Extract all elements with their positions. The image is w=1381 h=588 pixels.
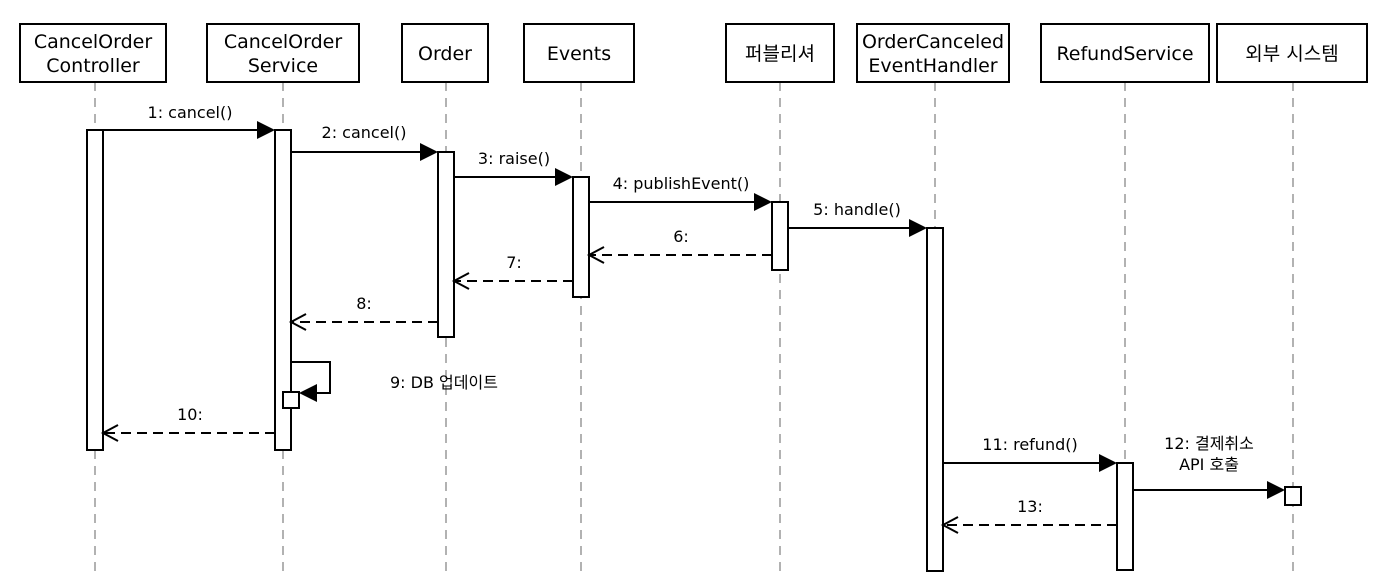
participant-box <box>19 23 167 83</box>
participant-box <box>206 23 360 83</box>
participants: CancelOrderControllerCancelOrderServiceO… <box>19 23 1368 83</box>
arrowhead-filled <box>299 384 317 402</box>
message-12: 12: 결제취소 API 호출 <box>1133 434 1285 499</box>
message-label: 7: <box>506 253 522 272</box>
participant-order: Order <box>401 23 489 83</box>
participant-events: Events <box>523 23 635 83</box>
participant-external: 외부 시스템 <box>1216 23 1368 83</box>
participant-label: Controller <box>46 55 140 77</box>
message-11: 11: refund() <box>943 435 1117 472</box>
message-13: 13: <box>940 497 1117 534</box>
arrowhead-filled <box>420 143 438 161</box>
activation-bar-order <box>437 151 455 338</box>
messages: 1: cancel() 2: cancel() 3: raise() 4: publi… <box>100 103 1285 534</box>
message-9: 9: DB 업데이트 <box>291 361 498 402</box>
arrowhead-filled <box>1099 454 1117 472</box>
arrowhead-filled <box>909 219 927 237</box>
message-10: 10: <box>100 405 275 442</box>
message-label: 6: <box>673 227 689 246</box>
participant-label: RefundService <box>1056 43 1193 65</box>
participant-box <box>856 23 1010 83</box>
self-call-line <box>291 361 331 394</box>
arrowhead-open <box>288 313 307 331</box>
message-label: 4: publishEvent() <box>613 174 750 193</box>
activation-bar-refund <box>1116 462 1134 571</box>
message-label: 5: handle() <box>813 200 901 219</box>
arrowhead-filled <box>1267 481 1285 499</box>
participant-label: Events <box>547 43 611 65</box>
message-3: 3: raise() <box>454 149 573 186</box>
activation-bar-publisher <box>771 201 789 271</box>
activation-bar-handler <box>926 227 944 572</box>
participant-label: EventHandler <box>868 55 997 77</box>
arrowhead-open <box>451 272 470 290</box>
participant-label: CancelOrder <box>34 31 153 53</box>
arrowhead-filled <box>754 193 772 211</box>
participant-box <box>401 23 489 83</box>
message-1: 1: cancel() <box>103 103 275 139</box>
arrowhead-filled <box>555 168 573 186</box>
participant-box <box>1216 23 1368 83</box>
arrowhead-open <box>586 246 605 264</box>
participant-box <box>523 23 635 83</box>
message-4: 4: publishEvent() <box>589 174 772 211</box>
activation-bar-external <box>1284 486 1302 506</box>
message-6: 6: <box>586 227 772 264</box>
participant-label: OrderCanceled <box>862 31 1004 53</box>
message-2: 2: cancel() <box>291 123 438 161</box>
message-label: 12: 결제취소 <box>1164 434 1254 453</box>
message-label: 1: cancel() <box>148 103 233 122</box>
message-8: 8: <box>288 294 438 331</box>
message-label: 13: <box>1017 497 1043 516</box>
message-label: API 호출 <box>1179 455 1239 474</box>
message-label: 2: cancel() <box>322 123 407 142</box>
participant-label: Service <box>248 55 318 77</box>
activation-bar-events <box>572 176 590 298</box>
arrowhead-filled <box>257 121 275 139</box>
arrowhead-open <box>940 516 959 534</box>
message-5: 5: handle() <box>788 200 927 237</box>
arrowhead-open <box>100 424 119 442</box>
participant-label: CancelOrder <box>224 31 343 53</box>
message-7: 7: <box>451 253 573 290</box>
message-label: 8: <box>356 294 372 313</box>
participant-label: Order <box>418 43 472 65</box>
participant-box <box>725 23 835 83</box>
participant-label: 퍼블리셔 <box>745 43 815 65</box>
participant-publisher: 퍼블리셔 <box>725 23 835 83</box>
message-label: 9: DB 업데이트 <box>390 373 498 392</box>
participant-label: 외부 시스템 <box>1245 43 1338 65</box>
participant-box <box>1040 23 1210 83</box>
activation-bar-self-call <box>282 391 300 409</box>
message-label: 10: <box>177 405 203 424</box>
message-label: 11: refund() <box>982 435 1077 454</box>
activation-bar-service <box>274 129 292 451</box>
participant-refund: RefundService <box>1040 23 1210 83</box>
activation-bars <box>86 129 1302 572</box>
activation-bar-controller <box>86 129 104 451</box>
message-label: 3: raise() <box>478 149 550 168</box>
